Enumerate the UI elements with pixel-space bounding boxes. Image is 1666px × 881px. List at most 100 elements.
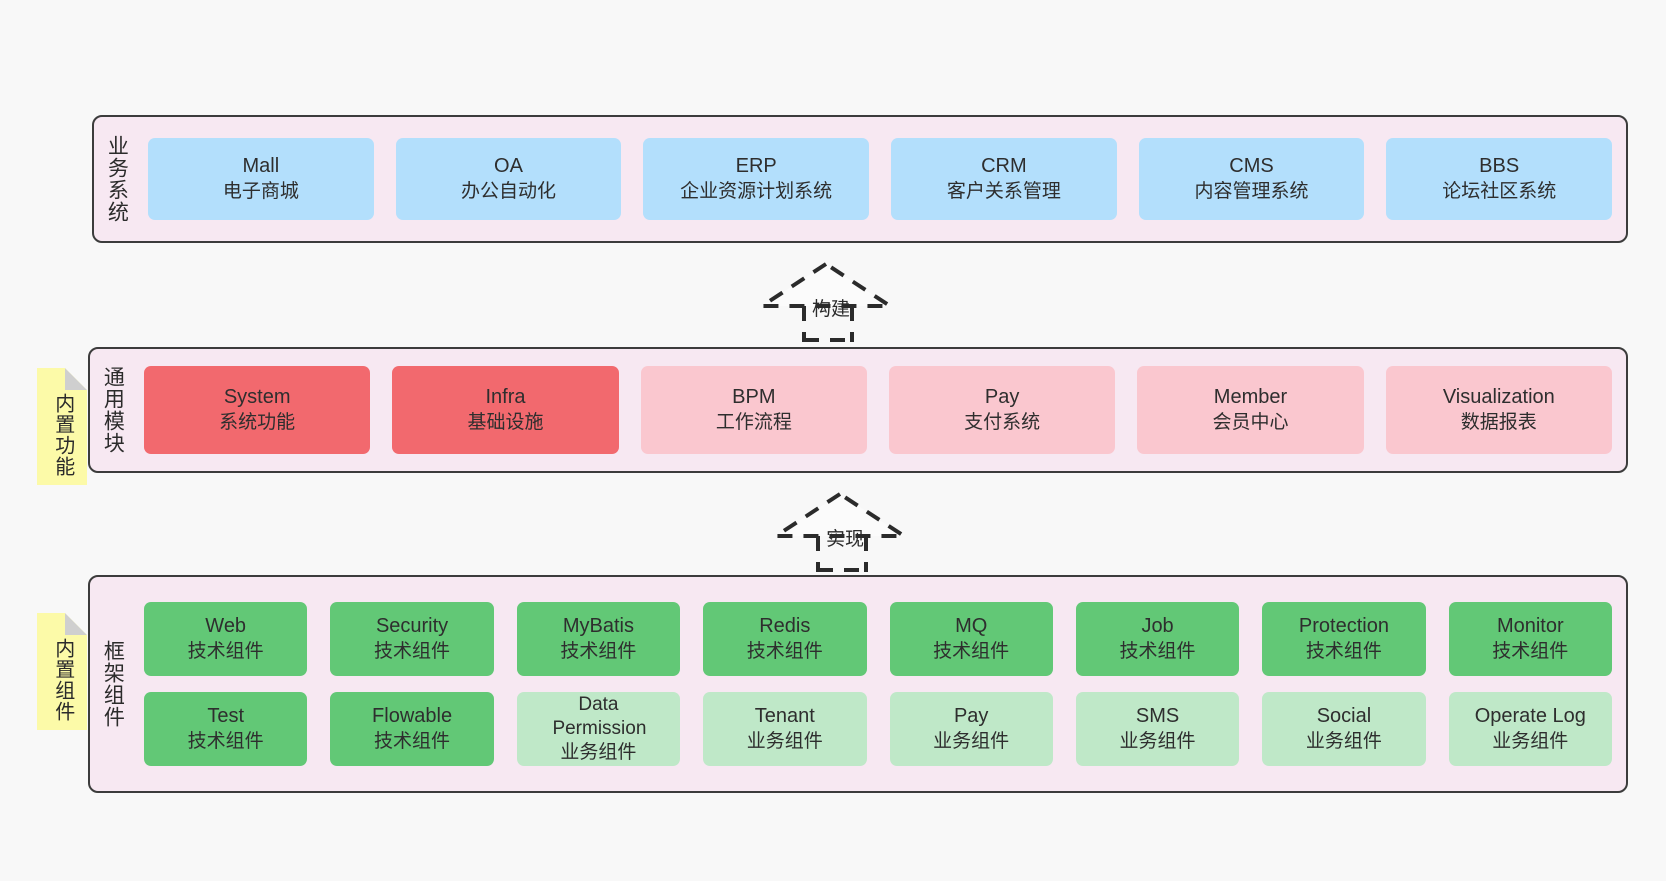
- layer-title-common-module: 通用模块: [101, 366, 125, 454]
- box-cms-en: CMS: [1229, 155, 1274, 178]
- box-pay-component[interactable]: Pay 业务组件: [889, 692, 1053, 766]
- connector-implement-label: 实现: [826, 529, 865, 550]
- box-cms-cn: 内容管理系统: [1194, 180, 1309, 202]
- box-infra-cn: 基础设施: [467, 411, 544, 433]
- box-tenant[interactable]: Tenant 业务组件: [703, 692, 867, 766]
- box-erp-cn: 企业资源计划系统: [680, 180, 833, 202]
- note-builtin-component-label: 内置组件: [51, 637, 74, 722]
- common-module-row: System 系统功能 Infra 基础设施 BPM 工作流程 Pay 支付系统…: [144, 366, 1612, 454]
- box-oa-cn: 办公自动化: [461, 180, 557, 202]
- note-builtin-function-label: 内置功能: [51, 392, 74, 477]
- box-job-en: Job: [1141, 615, 1174, 638]
- box-test-cn: 技术组件: [187, 730, 264, 752]
- box-bpm-cn: 工作流程: [715, 411, 792, 433]
- box-operate-log-en: Operate Log: [1474, 705, 1586, 728]
- box-system-cn: 系统功能: [219, 411, 296, 433]
- box-system[interactable]: System 系统功能: [144, 366, 371, 454]
- box-social-cn: 业务组件: [1305, 730, 1382, 752]
- box-bbs-cn: 论坛社区系统: [1442, 180, 1557, 202]
- box-data-permission-cn: 业务组件: [560, 742, 637, 764]
- box-mq[interactable]: MQ 技术组件: [889, 602, 1053, 676]
- box-crm-cn: 客户关系管理: [946, 180, 1061, 202]
- box-crm[interactable]: CRM 客户关系管理: [891, 138, 1117, 220]
- box-flowable-cn: 技术组件: [374, 730, 451, 752]
- connector-build-glyph: [755, 261, 897, 342]
- box-bbs-en: BBS: [1479, 155, 1520, 178]
- layer-body-business-system: Mall 电子商城 OA 办公自动化 ERP 企业资源计划系统 CRM 客户关系…: [138, 117, 1626, 241]
- box-pay-component-cn: 业务组件: [933, 730, 1010, 752]
- box-mq-cn: 技术组件: [933, 640, 1010, 662]
- box-oa[interactable]: OA 办公自动化: [395, 138, 622, 220]
- box-job[interactable]: Job 技术组件: [1075, 602, 1240, 676]
- box-sms-cn: 业务组件: [1119, 730, 1196, 752]
- note-fold-corner-icon: [65, 368, 87, 390]
- framework-component-row-tech: Web 技术组件 Security 技术组件 MyBatis 技术组件 Redi…: [144, 602, 1612, 676]
- box-bbs[interactable]: BBS 论坛社区系统: [1386, 138, 1613, 220]
- box-security[interactable]: Security 技术组件: [330, 602, 494, 676]
- box-sms-en: SMS: [1135, 705, 1180, 728]
- note-builtin-function: 内置功能: [37, 368, 87, 485]
- box-flowable-en: Flowable: [372, 705, 453, 728]
- layer-framework-component: 框架组件 Web 技术组件 Security 技术组件 MyBatis 技术组件…: [88, 575, 1628, 793]
- box-data-permission[interactable]: Data Permission 业务组件: [516, 692, 681, 766]
- connector-implement: 实现: [769, 491, 920, 572]
- layer-title-business-system: 业务系统: [105, 135, 129, 223]
- box-web-cn: 技术组件: [187, 640, 264, 662]
- business-system-row: Mall 电子商城 OA 办公自动化 ERP 企业资源计划系统 CRM 客户关系…: [148, 138, 1613, 220]
- box-system-en: System: [223, 386, 291, 409]
- box-tenant-cn: 业务组件: [746, 730, 823, 752]
- box-pay-module[interactable]: Pay 支付系统: [888, 366, 1116, 454]
- box-pay-module-en: Pay: [984, 386, 1020, 409]
- box-operate-log[interactable]: Operate Log 业务组件: [1448, 692, 1612, 766]
- box-crm-en: CRM: [981, 155, 1027, 178]
- box-social-en: Social: [1316, 705, 1372, 728]
- box-flowable[interactable]: Flowable 技术组件: [330, 692, 494, 766]
- box-monitor-en: Monitor: [1496, 615, 1564, 638]
- box-member-cn: 会员中心: [1212, 411, 1289, 433]
- box-visualization[interactable]: Visualization 数据报表: [1385, 366, 1612, 454]
- box-web[interactable]: Web 技术组件: [144, 602, 308, 676]
- box-infra[interactable]: Infra 基础设施: [392, 366, 619, 454]
- box-bpm[interactable]: BPM 工作流程: [640, 366, 867, 454]
- framework-component-row-business: Test 技术组件 Flowable 技术组件 Data Permission …: [144, 692, 1612, 766]
- box-security-en: Security: [375, 615, 449, 638]
- box-tenant-en: Tenant: [754, 705, 815, 728]
- box-web-en: Web: [205, 615, 247, 638]
- box-data-permission-en: Data Permission: [552, 693, 647, 739]
- connector-build: 构建: [755, 261, 906, 342]
- box-visualization-en: Visualization: [1442, 386, 1555, 409]
- layer-common-module: 通用模块 System 系统功能 Infra 基础设施 BPM 工作流程 Pay…: [88, 347, 1628, 473]
- box-visualization-cn: 数据报表: [1460, 411, 1537, 433]
- box-mybatis[interactable]: MyBatis 技术组件: [516, 602, 681, 676]
- box-sms[interactable]: SMS 业务组件: [1075, 692, 1240, 766]
- layer-business-system: 业务系统 Mall 电子商城 OA 办公自动化 ERP 企业资源计划系统 CRM…: [92, 115, 1628, 243]
- box-protection-cn: 技术组件: [1305, 640, 1382, 662]
- box-redis-en: Redis: [759, 615, 811, 638]
- box-social[interactable]: Social 业务组件: [1262, 692, 1426, 766]
- box-security-cn: 技术组件: [374, 640, 451, 662]
- connector-build-label: 构建: [812, 299, 851, 320]
- box-protection[interactable]: Protection 技术组件: [1262, 602, 1426, 676]
- box-member-en: Member: [1213, 386, 1288, 409]
- box-mall[interactable]: Mall 电子商城: [148, 138, 374, 220]
- layer-body-framework-component: Web 技术组件 Security 技术组件 MyBatis 技术组件 Redi…: [134, 577, 1626, 791]
- box-operate-log-cn: 业务组件: [1492, 730, 1569, 752]
- box-cms[interactable]: CMS 内容管理系统: [1138, 138, 1365, 220]
- box-mq-en: MQ: [955, 615, 988, 638]
- connector-implement-glyph: [769, 491, 911, 572]
- box-mall-en: Mall: [242, 155, 280, 178]
- box-member[interactable]: Member 会员中心: [1137, 366, 1364, 454]
- box-redis[interactable]: Redis 技术组件: [703, 602, 867, 676]
- box-job-cn: 技术组件: [1119, 640, 1196, 662]
- layer-body-common-module: System 系统功能 Infra 基础设施 BPM 工作流程 Pay 支付系统…: [134, 349, 1626, 471]
- box-redis-cn: 技术组件: [746, 640, 823, 662]
- box-mybatis-cn: 技术组件: [560, 640, 637, 662]
- box-mybatis-en: MyBatis: [562, 615, 634, 638]
- box-test[interactable]: Test 技术组件: [144, 692, 308, 766]
- box-erp[interactable]: ERP 企业资源计划系统: [643, 138, 870, 220]
- box-test-en: Test: [207, 705, 245, 728]
- box-erp-en: ERP: [735, 155, 777, 178]
- box-monitor[interactable]: Monitor 技术组件: [1448, 602, 1612, 676]
- box-bpm-en: BPM: [732, 386, 776, 409]
